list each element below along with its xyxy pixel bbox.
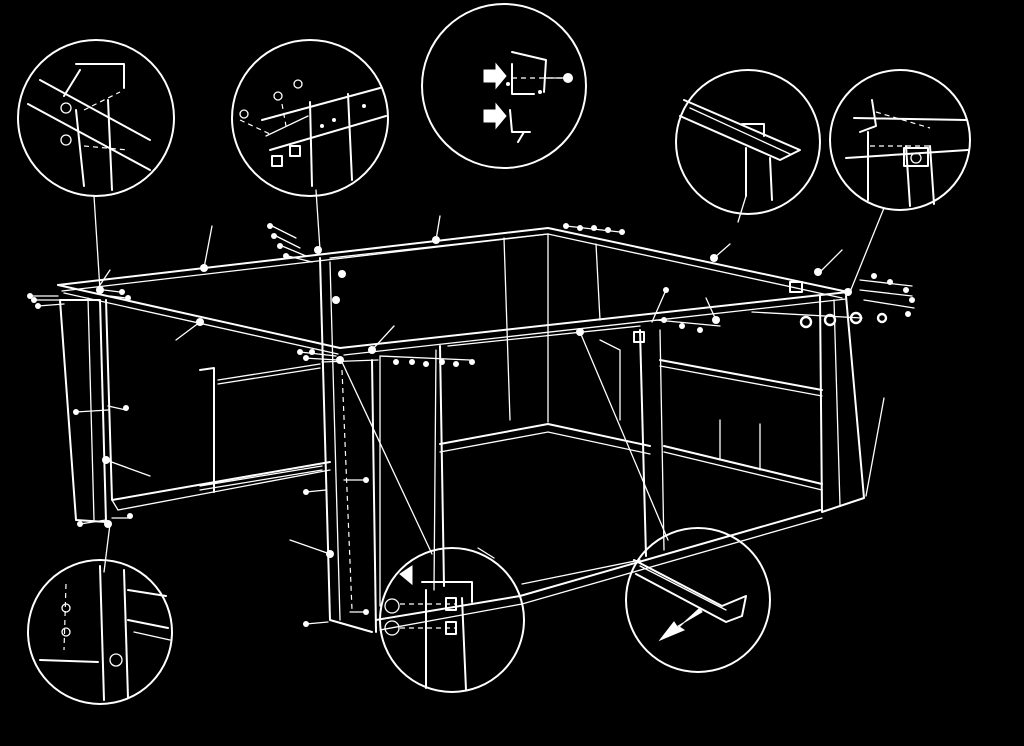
- screw-icon: [60, 102, 72, 114]
- callout-center-post: [379, 547, 525, 693]
- callout-rail-clip: [675, 69, 821, 223]
- screw-icon: [273, 91, 283, 101]
- bracket-icon: [289, 145, 301, 157]
- peg-icon: [384, 598, 400, 614]
- screw-icon: [61, 603, 71, 613]
- screw-icon: [109, 653, 123, 667]
- callout-top-left-corner: [17, 39, 175, 197]
- screw-icon: [239, 109, 249, 119]
- right-front-post: [639, 329, 647, 557]
- direction-arrow-icon: [658, 607, 703, 642]
- callout-bracket-hardware: [231, 39, 389, 197]
- leader-lines: [93, 189, 885, 573]
- callout-insert-screw: [421, 3, 587, 169]
- desk-frame: [57, 227, 865, 633]
- peg-icon: [384, 620, 400, 636]
- screw-icon: [910, 152, 922, 164]
- insert-arrow-icon: [483, 62, 507, 90]
- insert-arrow-icon: [399, 565, 413, 586]
- hardware-screws: [27, 223, 915, 627]
- center-post: [319, 257, 373, 633]
- callout-leg-detail: [27, 559, 173, 705]
- top-frame-back-rail: [57, 227, 849, 293]
- right-end-panel: [819, 295, 865, 513]
- callout-top-right-corner: [829, 69, 971, 211]
- callout-edge-rail: [625, 527, 771, 673]
- insert-arrow-icon: [483, 102, 507, 130]
- top-frame-front-rail-right: [339, 291, 849, 349]
- bracket-icon: [271, 155, 283, 167]
- screw-icon: [60, 134, 72, 146]
- screw-icon: [61, 627, 71, 637]
- screw-icon: [293, 79, 303, 89]
- lower-shelf: [439, 423, 651, 447]
- top-frame-front-rail-left: [57, 284, 341, 349]
- back-panel: [329, 233, 549, 423]
